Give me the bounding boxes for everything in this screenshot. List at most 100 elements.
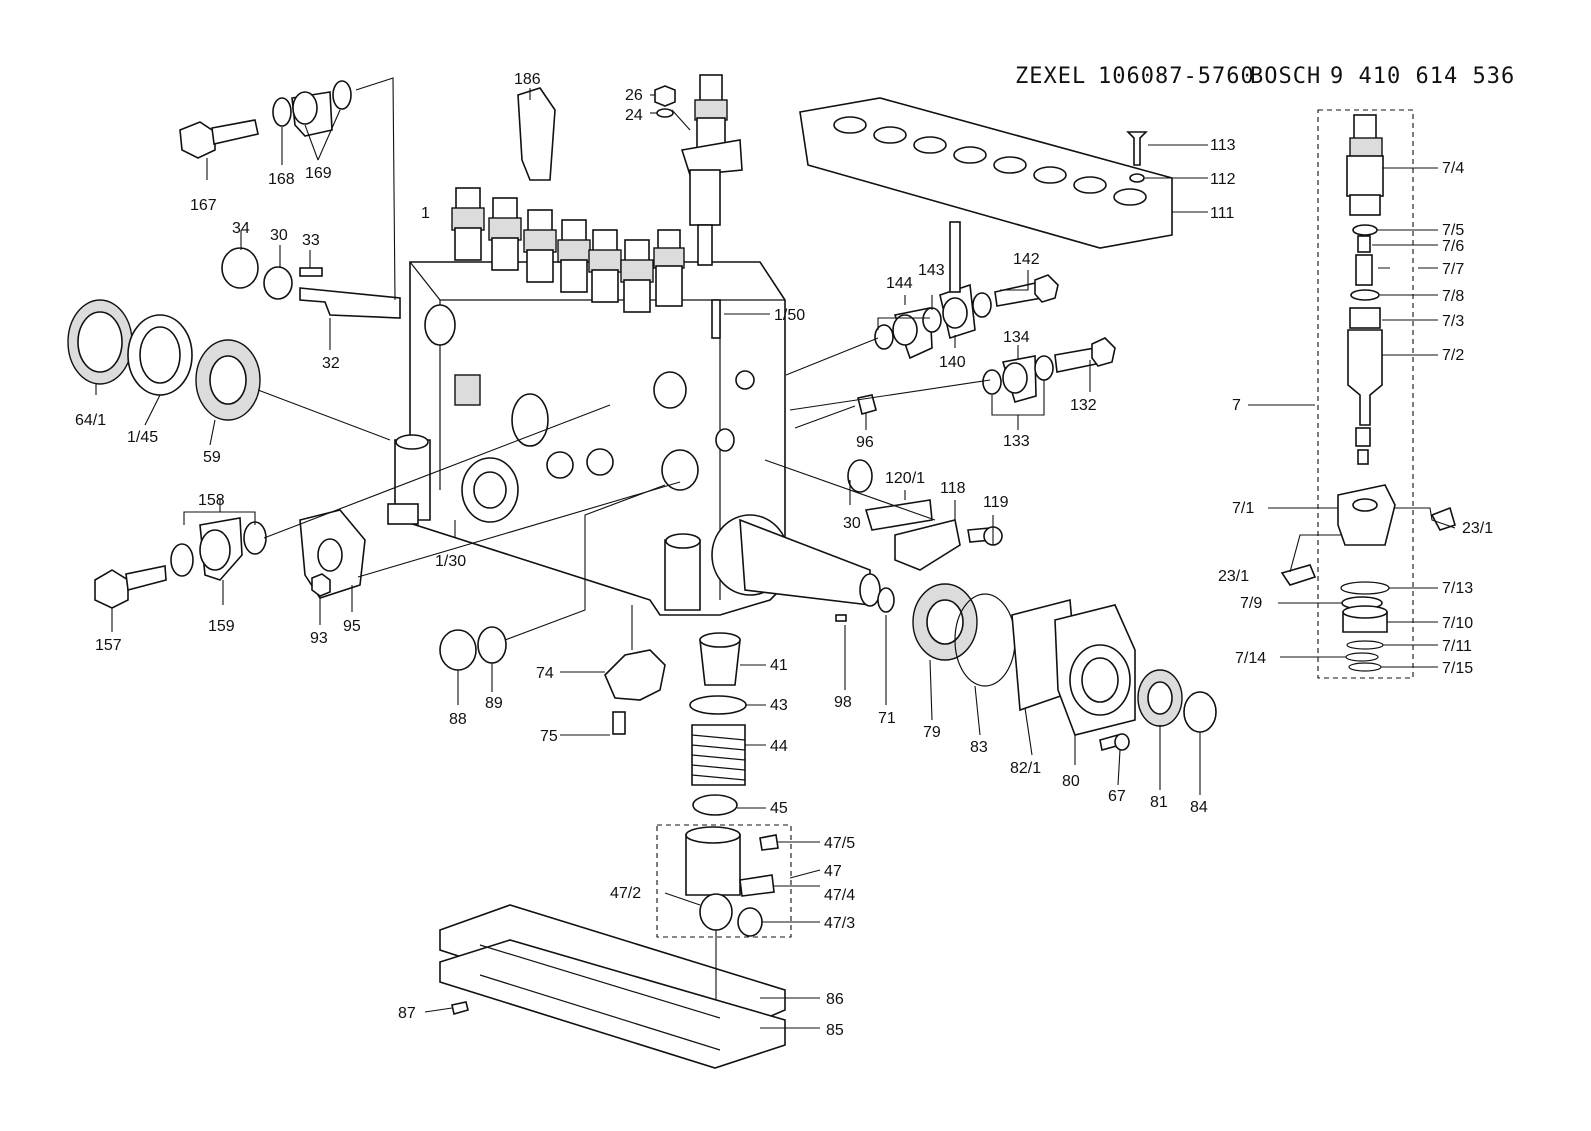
callout-85: 85 xyxy=(826,1022,844,1039)
callout-7-5: 7/5 xyxy=(1442,222,1464,239)
callout-64-1: 64/1 xyxy=(75,412,106,429)
roller-47-2 xyxy=(699,893,733,931)
spring-seat-43 xyxy=(689,695,747,715)
callout-142: 142 xyxy=(1013,251,1040,268)
sleeve-30b xyxy=(847,459,873,493)
callout-7-14: 7/14 xyxy=(1235,650,1266,667)
callout-59: 59 xyxy=(203,449,221,466)
clip-23-1a xyxy=(1430,506,1456,531)
callout-169: 169 xyxy=(305,165,332,182)
stud-1-50 xyxy=(711,299,721,339)
clip-23-1b xyxy=(1280,564,1317,586)
valve-7-6 xyxy=(1357,235,1371,253)
ring-89 xyxy=(477,626,507,664)
bracket-74 xyxy=(604,649,666,701)
callout-144: 144 xyxy=(886,275,913,292)
cover-95-hole xyxy=(317,538,343,572)
callout-120-1: 120/1 xyxy=(885,470,925,487)
washer-144 xyxy=(874,324,894,350)
callout-113: 113 xyxy=(1210,137,1236,154)
ring-7-15 xyxy=(1348,662,1382,672)
washer-112 xyxy=(1129,173,1145,183)
callout-7-9: 7/9 xyxy=(1240,595,1262,612)
ring-7-14 xyxy=(1345,652,1379,662)
callout-24: 24 xyxy=(625,107,643,124)
callout-34: 34 xyxy=(232,220,250,237)
callout-7-15: 7/15 xyxy=(1442,660,1473,677)
sleeve-30 xyxy=(263,266,293,300)
plug-88 xyxy=(439,629,477,671)
callout-83: 83 xyxy=(970,739,988,756)
callout-168: 168 xyxy=(268,171,295,188)
callout-47: 47 xyxy=(824,863,842,880)
callout-7-13: 7/13 xyxy=(1442,580,1473,597)
callout-95: 95 xyxy=(343,618,361,635)
spring-7-7 xyxy=(1355,254,1373,286)
washer-7-5 xyxy=(1352,224,1378,236)
pump-element-top xyxy=(680,74,743,266)
part-number-zexel: 106087-5760 xyxy=(1098,64,1255,89)
callout-45: 45 xyxy=(770,800,788,817)
callout-134: 134 xyxy=(1003,329,1030,346)
spring-34 xyxy=(221,247,259,289)
seat-45 xyxy=(692,794,738,816)
washer-158a xyxy=(243,521,267,555)
callout-159: 159 xyxy=(208,618,235,635)
callout-47-4: 47/4 xyxy=(824,887,855,904)
banjo-169-ring xyxy=(292,91,318,125)
key-98 xyxy=(835,614,847,622)
callout-7-1: 7/1 xyxy=(1232,500,1254,517)
callout-7: 7 xyxy=(1232,397,1241,414)
pin-47-4 xyxy=(739,874,775,897)
callout-47-5: 47/5 xyxy=(824,835,855,852)
element-7-group xyxy=(1317,109,1414,679)
cover-64-1-inner xyxy=(77,311,123,373)
pump-housing xyxy=(387,261,786,616)
nut-93 xyxy=(311,573,331,597)
washer-133b xyxy=(1034,355,1054,381)
callout-1-30: 1/30 xyxy=(435,553,466,570)
part-number-bosch: 9 410 614 536 xyxy=(1330,64,1516,89)
tappet-47 xyxy=(685,834,741,896)
callout-23-1a: 23/1 xyxy=(1462,520,1493,537)
bolt-157-shank xyxy=(125,565,167,592)
ring-7-11 xyxy=(1346,640,1384,650)
callout-7-11: 7/11 xyxy=(1442,638,1472,655)
callout-7-10: 7/10 xyxy=(1442,615,1473,632)
plate-120-1 xyxy=(864,499,933,531)
callout-80: 80 xyxy=(1062,773,1080,790)
callout-67: 67 xyxy=(1108,788,1126,805)
callout-140: 140 xyxy=(939,354,966,371)
nut-26 xyxy=(654,85,676,107)
callout-88: 88 xyxy=(449,711,467,728)
washer-168a xyxy=(272,97,292,127)
tappet-47-group xyxy=(656,824,792,938)
plate-85 xyxy=(439,939,786,1069)
barrel-7-2 xyxy=(1347,329,1383,426)
callout-96: 96 xyxy=(856,434,874,451)
callout-44: 44 xyxy=(770,738,788,755)
callout-75: 75 xyxy=(540,728,558,745)
callout-167: 167 xyxy=(190,197,217,214)
callout-47-2: 47/2 xyxy=(610,885,641,902)
callout-71: 71 xyxy=(878,710,896,727)
callout-1-50: 1/50 xyxy=(774,307,805,324)
washer-24 xyxy=(656,108,674,118)
callout-26: 26 xyxy=(625,87,643,104)
breather-96 xyxy=(857,394,877,415)
callout-98: 98 xyxy=(834,694,852,711)
callout-43: 43 xyxy=(770,697,788,714)
callout-132: 132 xyxy=(1070,397,1097,414)
callout-33: 33 xyxy=(302,232,320,249)
callout-47-3: 47/3 xyxy=(824,915,855,932)
callout-133: 133 xyxy=(1003,433,1030,450)
fitting-167 xyxy=(179,119,259,159)
screw-75 xyxy=(612,711,626,735)
lever-118 xyxy=(894,519,961,571)
delivery-valve-holders xyxy=(451,187,685,313)
callout-84: 84 xyxy=(1190,799,1208,816)
ring-84 xyxy=(1183,691,1217,733)
gasket-7-8 xyxy=(1350,289,1380,301)
